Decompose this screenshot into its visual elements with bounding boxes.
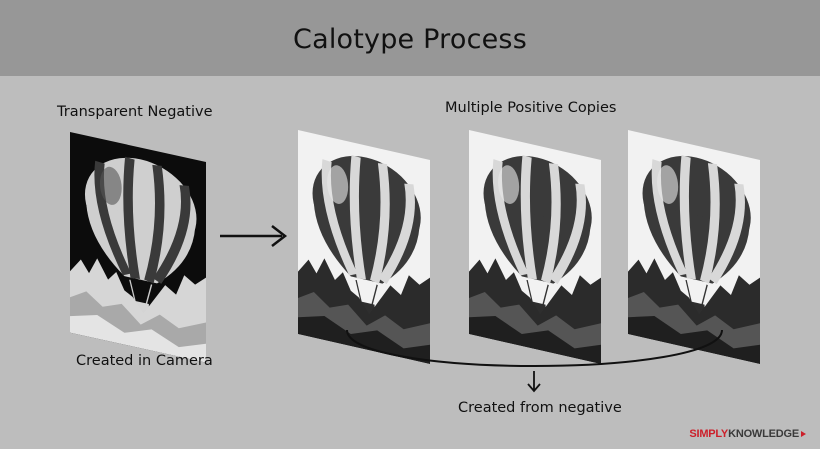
play-triangle-icon (801, 431, 806, 438)
positive-balloon-image-2 (469, 130, 601, 364)
page-title: Calotype Process (293, 24, 527, 55)
positive-balloon-image-3 (628, 130, 760, 364)
title-banner (0, 0, 820, 76)
brand-logo-part1: SIMPLY (689, 428, 729, 440)
label-transparent-negative: Transparent Negative (57, 104, 213, 120)
brand-logo-part2: KNOWLEDGE (728, 428, 799, 440)
label-created-in-camera: Created in Camera (76, 353, 213, 369)
label-created-from-negative: Created from negative (458, 400, 622, 416)
label-multiple-positive-copies: Multiple Positive Copies (445, 100, 617, 116)
right-arrow-icon (220, 225, 288, 247)
positives-bracket (346, 329, 723, 367)
down-arrow-icon (527, 371, 541, 393)
positive-balloon-image-1 (298, 130, 430, 364)
negative-balloon-image (70, 132, 206, 363)
brand-logo: SIMPLYKNOWLEDGE (689, 428, 806, 440)
